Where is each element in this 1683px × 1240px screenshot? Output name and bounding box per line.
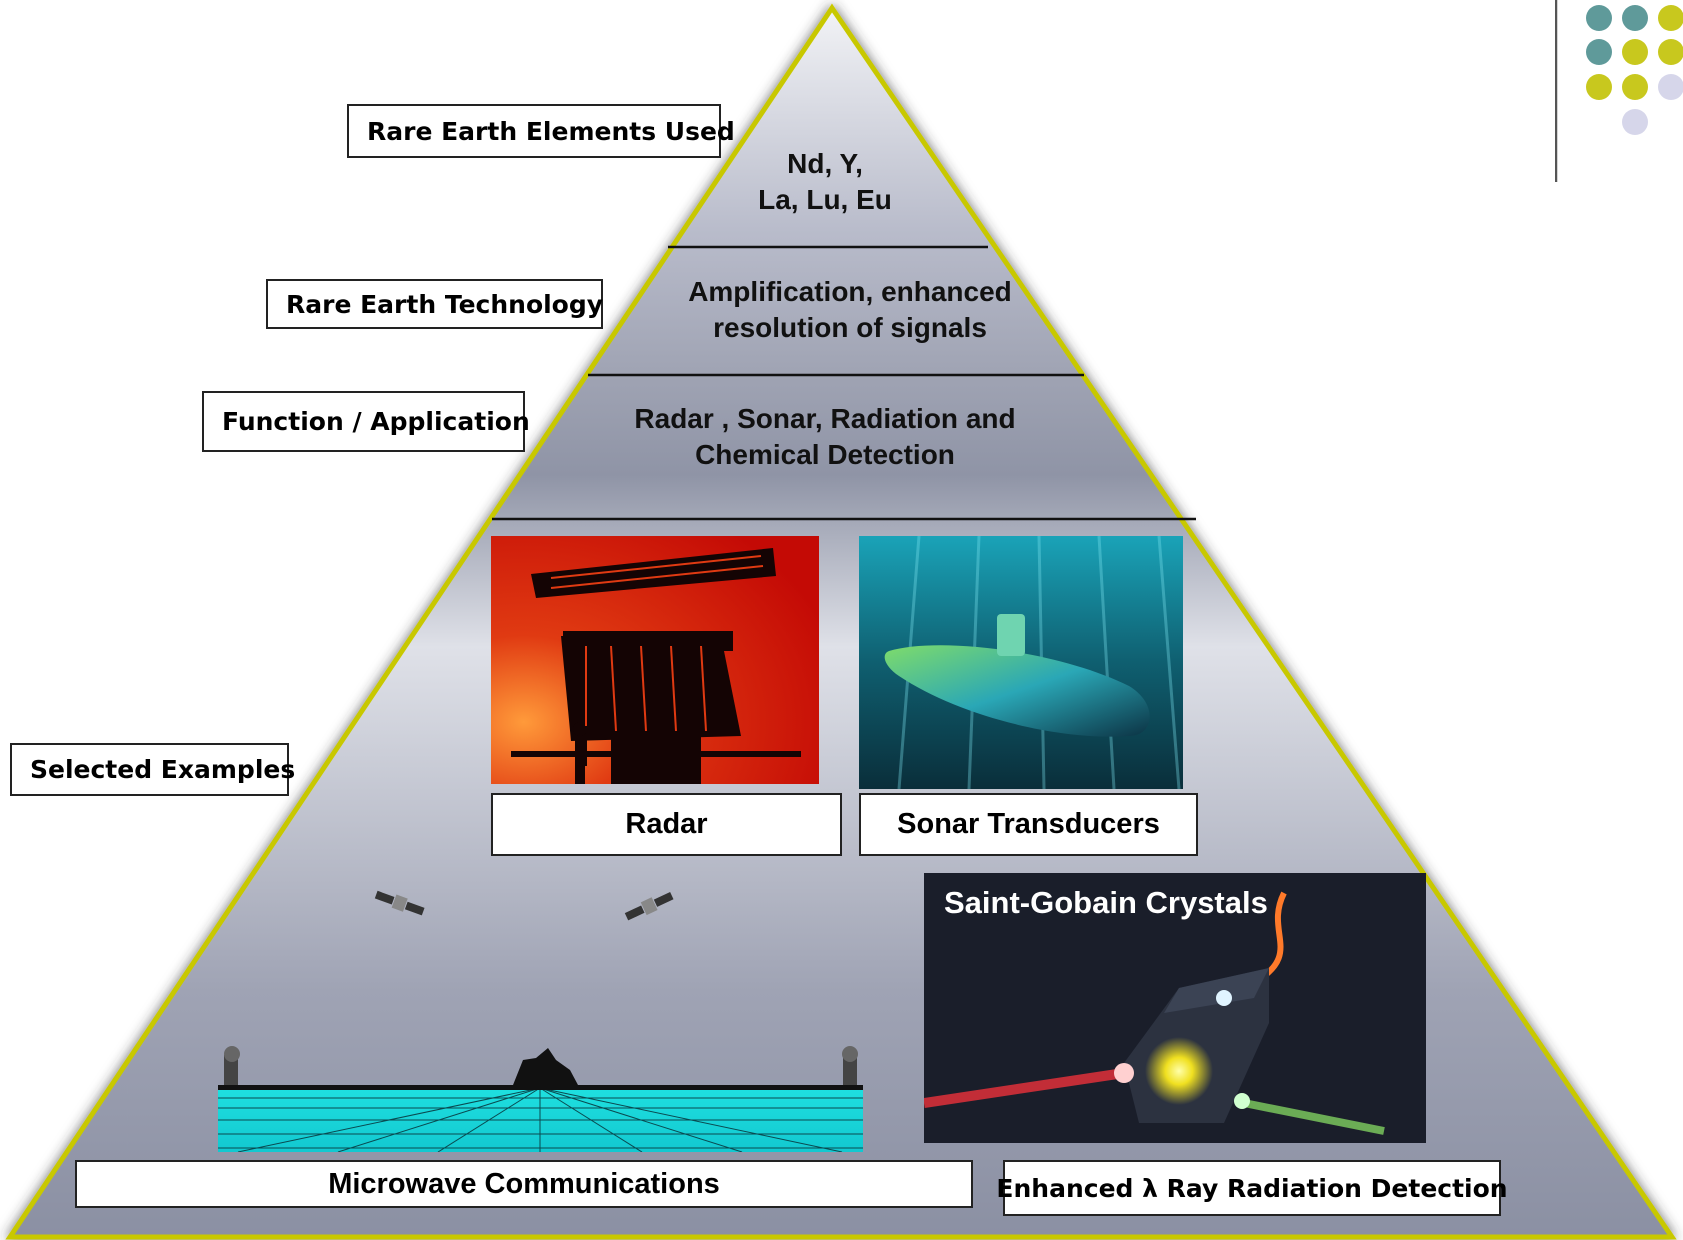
caption-sonar-transducers: Sonar Transducers bbox=[859, 793, 1198, 856]
label-rare-earth-elements-used: Rare Earth Elements Used bbox=[347, 104, 735, 158]
caption-radar: Radar bbox=[491, 793, 842, 856]
tier-elements-text: Nd, Y, La, Lu, Eu bbox=[758, 148, 892, 215]
microwave-graphic bbox=[218, 1040, 863, 1152]
caption-microwave-communications: Microwave Communications bbox=[75, 1160, 973, 1208]
satellite-icon-right bbox=[624, 891, 674, 921]
label-rare-earth-technology: Rare Earth Technology bbox=[266, 279, 603, 329]
tier-application-text: Radar , Sonar, Radiation and Chemical De… bbox=[634, 403, 1016, 470]
satellite-icon-left bbox=[374, 890, 425, 916]
saint-gobain-title: Saint-Gobain Crystals bbox=[944, 885, 1268, 920]
label-selected-examples: Selected Examples bbox=[10, 743, 295, 796]
corner-dots-decoration bbox=[1555, 0, 1683, 182]
radar-photo bbox=[491, 536, 819, 784]
caption-radiation-detection: Enhanced λ Ray Radiation Detection bbox=[996, 1160, 1508, 1216]
label-function-application: Function / Application bbox=[202, 391, 530, 452]
tier-technology-text: Amplification, enhanced resolution of si… bbox=[688, 276, 1012, 343]
sonar-photo bbox=[859, 536, 1183, 789]
saint-gobain-photo: Saint-Gobain Crystals bbox=[924, 873, 1426, 1143]
